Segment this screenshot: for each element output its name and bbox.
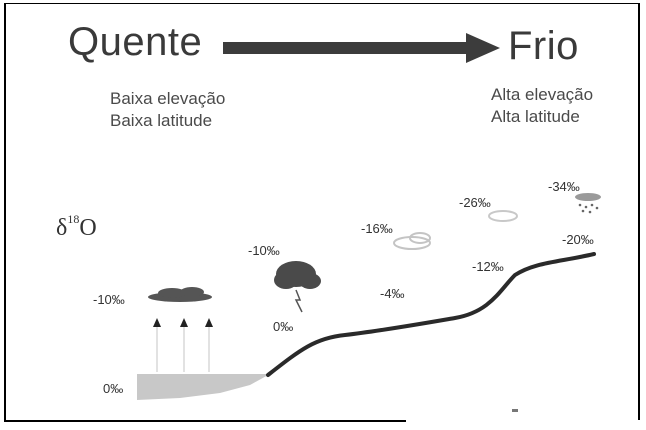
delta-18o-label: δ18O — [56, 212, 97, 241]
low-cloud-icon — [148, 287, 212, 302]
terrain-profile — [266, 252, 596, 377]
storm-cloud-icon — [274, 261, 321, 313]
snow-cloud-icon — [575, 193, 601, 214]
warm-sub-latitude: Baixa latitude — [110, 111, 213, 130]
value-storm-rain: 0‰ — [273, 319, 294, 334]
light-cloud-icon — [393, 232, 431, 250]
diagram-frame — [4, 3, 640, 420]
value-storm-top: -10‰ — [248, 243, 280, 258]
value-sea: 0‰ — [103, 381, 124, 396]
value-snow-vapor: -34‰ — [548, 179, 580, 194]
sea-area — [137, 374, 270, 400]
warm-to-cold-arrow — [223, 33, 500, 63]
value-snow-rain: -20‰ — [562, 232, 594, 247]
cold-sub-elevation: Alta elevação — [491, 85, 594, 104]
warm-sub-elevation: Baixa elevação — [110, 89, 226, 108]
high-cloud-icon — [488, 210, 518, 222]
stray-mark — [512, 409, 518, 412]
bottom-border — [4, 420, 406, 422]
value-cloud-low: -10‰ — [93, 292, 125, 307]
cold-sub-latitude: Alta latitude — [491, 107, 580, 126]
evaporation-arrows — [153, 318, 213, 372]
cold-label: Frio — [508, 24, 579, 68]
value-high-rain: -12‰ — [472, 259, 504, 274]
value-high-vapor: -26‰ — [459, 195, 491, 210]
value-mid-vapor: -16‰ — [361, 221, 393, 236]
value-mid-rain: -4‰ — [380, 286, 405, 301]
warm-label: Quente — [68, 20, 203, 64]
